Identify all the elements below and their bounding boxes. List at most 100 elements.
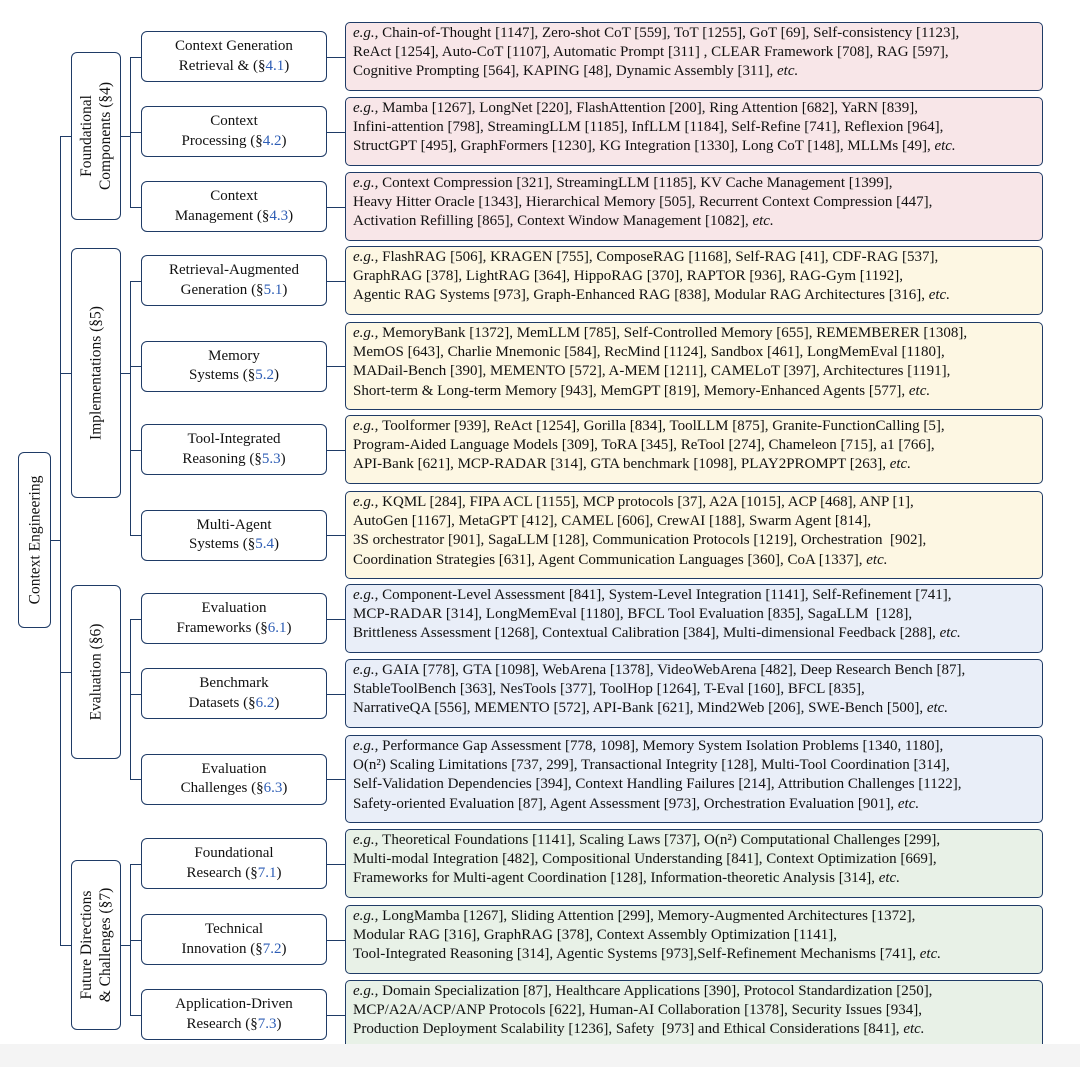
- examples-line: e.g., GAIA [778], GTA [1098], WebArena […: [353, 661, 1036, 680]
- leaf-connector: [327, 693, 345, 695]
- group-connector: [60, 136, 71, 138]
- root-spine: [60, 136, 62, 945]
- section-ref[interactable]: 4.2: [262, 132, 282, 149]
- subcategory-label-line: Technical: [204, 921, 264, 937]
- section-ref-suffix: ): [282, 780, 288, 796]
- section-ref-prefix: (§: [245, 1015, 258, 1032]
- examples-text: GAIA [778], GTA [1098], WebArena [1378],…: [382, 662, 966, 678]
- examples-text: 3S orchestrator [901], SagaLLM [128], Co…: [353, 532, 927, 549]
- category-label-line: Implementations (§5): [87, 306, 105, 440]
- examples-line: e.g., Context Compression [321], Streami…: [353, 174, 1036, 193]
- examples-line: 3S orchestrator [901], SagaLLM [128], Co…: [353, 531, 1036, 550]
- examples-line: Modular RAG [316], GraphRAG [378], Conte…: [353, 926, 1036, 945]
- category-branch: [121, 373, 131, 375]
- section-ref[interactable]: 6.1: [267, 619, 287, 636]
- section-ref[interactable]: 4.1: [265, 57, 285, 74]
- subcategory-connector: [130, 366, 141, 368]
- examples-text: Short-term & Long-term Memory [943], Mem…: [353, 382, 909, 399]
- section-ref-prefix: (§: [250, 940, 263, 957]
- subcategory-label-line: Context: [210, 113, 258, 129]
- leaf-connector: [327, 131, 345, 133]
- leaf-connector: [327, 535, 345, 537]
- examples-text: Chain-of-Thought [1147], Zero-shot CoT […: [382, 25, 960, 41]
- examples-line: e.g., Toolformer [939], ReAct [1254], Go…: [353, 417, 1036, 436]
- eg-prefix: e.g.,: [353, 662, 383, 678]
- examples-line: e.g., Theoretical Foundations [1141], Sc…: [353, 831, 1036, 850]
- examples-text: Production Deployment Scalability [1236]…: [353, 1021, 904, 1038]
- section-ref[interactable]: 7.3: [257, 1015, 277, 1032]
- subcategory-label-line: Retrieval-Augmented: [169, 262, 299, 278]
- subcategory-label-line: Foundational: [194, 845, 274, 861]
- examples-line: NarrativeQA [556], MEMENTO [572], API-Ba…: [353, 699, 1036, 718]
- section-ref[interactable]: 6.3: [263, 780, 283, 796]
- section-ref-suffix: ): [281, 940, 287, 957]
- examples-text: StructGPT [495], GraphFormers [1230], KG…: [353, 138, 935, 155]
- examples-line: StructGPT [495], GraphFormers [1230], KG…: [353, 137, 1036, 156]
- examples-text: Domain Specialization [87], Healthcare A…: [382, 983, 933, 999]
- subcategory-connector: [130, 1014, 141, 1016]
- examples-line: MCP-RADAR [314], LongMemEval [1180], BFC…: [353, 605, 1036, 624]
- examples-line: Multi-modal Integration [482], Compositi…: [353, 850, 1036, 869]
- etc-suffix: etc.: [903, 1021, 925, 1038]
- section-ref[interactable]: 5.4: [255, 536, 274, 552]
- category-label: Implementations (§5): [87, 306, 106, 440]
- section-ref-prefix: (§: [242, 367, 256, 383]
- section-ref-prefix: (§: [255, 619, 268, 636]
- subcategory-label-line: Evaluation: [201, 600, 267, 616]
- examples-line: Heavy Hitter Oracle [1343], Hierarchical…: [353, 193, 1036, 212]
- category-spine: [130, 618, 132, 779]
- examples-text: MemoryBank [1372], MemLLM [785], Self-Co…: [382, 325, 968, 341]
- group-connector: [60, 945, 71, 947]
- section-ref[interactable]: 5.3: [261, 450, 281, 467]
- leaf-connector: [327, 280, 345, 282]
- subcategory-label-line: Multi-Agent: [196, 516, 272, 533]
- eg-prefix: e.g.,: [353, 249, 383, 265]
- leaf-connector: [327, 618, 345, 620]
- subcategory-label-line: Management (§4.3): [174, 207, 294, 224]
- section-ref-prefix: (§: [251, 780, 264, 796]
- examples-line: MADail-Bench [390], MEMENTO [572], A-MEM…: [353, 362, 1036, 381]
- examples-text: Program-Aided Language Models [309], ToR…: [353, 437, 935, 454]
- examples-text: Brittleness Assessment [1268], Contextua…: [353, 625, 940, 642]
- etc-suffix: etc.: [777, 63, 799, 80]
- examples-line: AutoGen [1167], MetaGPT [412], CAMEL [60…: [353, 512, 1036, 531]
- examples-line: e.g., Performance Gap Assessment [778, 1…: [353, 737, 1036, 756]
- examples-line: Program-Aided Language Models [309], ToR…: [353, 436, 1036, 455]
- section-ref[interactable]: 4.3: [269, 207, 289, 224]
- section-ref[interactable]: 7.2: [262, 940, 282, 957]
- examples-box: e.g., Performance Gap Assessment [778, 1…: [345, 735, 1043, 823]
- section-ref-prefix: (§: [252, 57, 266, 74]
- subcategory-connector: [130, 56, 141, 58]
- examples-text: LongMamba [1267], Sliding Attention [299…: [382, 908, 916, 924]
- examples-text: Theoretical Foundations [1141], Scaling …: [382, 832, 941, 848]
- etc-suffix: etc.: [928, 287, 950, 304]
- section-ref[interactable]: 5.2: [255, 367, 274, 383]
- section-ref[interactable]: 7.1: [257, 864, 277, 881]
- examples-text: Cognitive Prompting [564], KAPING [48], …: [353, 63, 777, 80]
- category-node: Evaluation (§6): [71, 585, 121, 759]
- examples-text: Multi-modal Integration [482], Compositi…: [353, 851, 937, 868]
- section-ref-prefix: (§: [249, 450, 262, 467]
- category-branch: [121, 945, 131, 947]
- examples-box: e.g., Domain Specialization [87], Health…: [345, 980, 1043, 1049]
- examples-line: e.g., Domain Specialization [87], Health…: [353, 982, 1036, 1001]
- section-ref[interactable]: 5.1: [263, 281, 283, 298]
- examples-text: Coordination Strategies [631], Agent Com…: [353, 551, 867, 568]
- leaf-connector: [327, 56, 345, 58]
- subcategory-connector: [130, 131, 141, 133]
- category-branch: [121, 136, 131, 138]
- examples-text: MCP-RADAR [314], LongMemEval [1180], BFC…: [353, 606, 913, 623]
- subcategory-label-line: Frameworks (§6.1): [176, 619, 292, 636]
- section-ref[interactable]: 6.2: [255, 694, 275, 711]
- category-spine: [130, 863, 132, 1015]
- section-ref-suffix: ): [274, 536, 279, 552]
- section-ref-prefix: (§: [245, 864, 258, 881]
- examples-line: e.g., LongMamba [1267], Sliding Attentio…: [353, 907, 1036, 926]
